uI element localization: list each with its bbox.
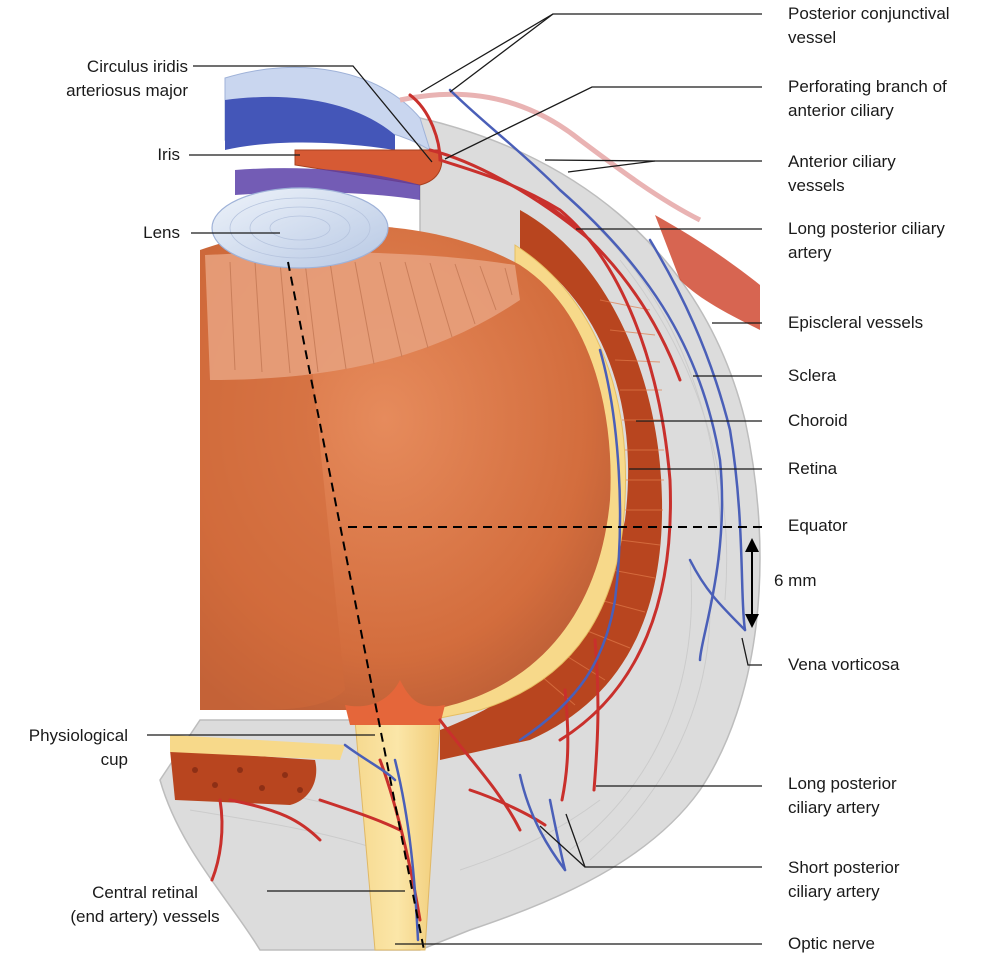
- label-line: Iris: [100, 143, 180, 167]
- label-line: vessels: [788, 174, 896, 198]
- label-line: Circulus iridis: [20, 55, 188, 79]
- lens: [212, 188, 388, 268]
- label-line: Choroid: [788, 409, 848, 433]
- label-line: ciliary artery: [788, 880, 900, 904]
- label-equator: Equator: [788, 514, 848, 538]
- label-line: Short posterior: [788, 856, 900, 880]
- label-line: 6 mm: [774, 569, 817, 593]
- label-line: Long posterior ciliary: [788, 217, 945, 241]
- label-line: Posterior conjunctival: [788, 2, 950, 26]
- label-line: artery: [788, 241, 945, 265]
- label-line: Episcleral vessels: [788, 311, 923, 335]
- label-line: Central retinal: [40, 881, 250, 905]
- label-line: vessel: [788, 26, 950, 50]
- label-line: anterior ciliary: [788, 99, 947, 123]
- label-sclera: Sclera: [788, 364, 836, 388]
- label-line: ciliary artery: [788, 796, 897, 820]
- label-line: Sclera: [788, 364, 836, 388]
- label-short-posterior-ciliary-artery: Short posterior ciliary artery: [788, 856, 900, 904]
- label-lens: Lens: [80, 221, 180, 245]
- label-line: Vena vorticosa: [788, 653, 900, 677]
- label-anterior-ciliary-vessels: Anterior ciliary vessels: [788, 150, 896, 198]
- label-posterior-conjunctival-vessel: Posterior conjunctival vessel: [788, 2, 950, 50]
- label-central-retinal-vessels: Central retinal (end artery) vessels: [40, 881, 250, 929]
- label-line: arteriosus major: [20, 79, 188, 103]
- label-retina: Retina: [788, 457, 837, 481]
- label-line: (end artery) vessels: [40, 905, 250, 929]
- label-line: Lens: [80, 221, 180, 245]
- label-line: cup: [0, 748, 128, 772]
- label-optic-nerve: Optic nerve: [788, 932, 875, 956]
- label-physiological-cup: Physiological cup: [0, 724, 128, 772]
- label-line: Perforating branch of: [788, 75, 947, 99]
- label-long-posterior-ciliary-artery-top: Long posterior ciliary artery: [788, 217, 945, 265]
- label-perforating-branch: Perforating branch of anterior ciliary: [788, 75, 947, 123]
- label-iris: Iris: [100, 143, 180, 167]
- label-long-posterior-ciliary-artery-bottom: Long posterior ciliary artery: [788, 772, 897, 820]
- label-line: Anterior ciliary: [788, 150, 896, 174]
- label-line: Long posterior: [788, 772, 897, 796]
- label-circulus-iridis: Circulus iridis arteriosus major: [20, 55, 188, 103]
- label-episcleral-vessels: Episcleral vessels: [788, 311, 923, 335]
- label-choroid: Choroid: [788, 409, 848, 433]
- label-line: Equator: [788, 514, 848, 538]
- label-six-mm: 6 mm: [774, 569, 817, 593]
- label-line: Physiological: [0, 724, 128, 748]
- label-line: Retina: [788, 457, 837, 481]
- label-line: Optic nerve: [788, 932, 875, 956]
- label-vena-vorticosa: Vena vorticosa: [788, 653, 900, 677]
